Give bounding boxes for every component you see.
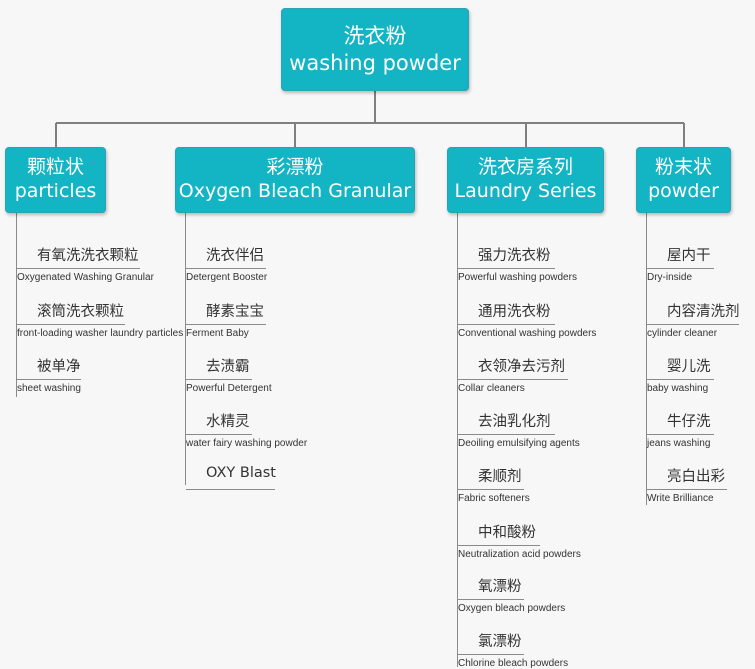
leaf-label-en: jeans washing bbox=[647, 438, 711, 449]
root-title-en: washing powder bbox=[289, 50, 461, 75]
leaf-underline bbox=[17, 379, 81, 380]
leaf-label-en: Chlorine bleach powders bbox=[458, 658, 569, 669]
leaf-label-zh: 洗衣伴侣 bbox=[206, 248, 264, 264]
leaf-label-en: Oxygen bleach powders bbox=[458, 603, 566, 614]
leaf-label-en: sheet washing bbox=[17, 383, 81, 394]
root-title-zh: 洗衣粉 bbox=[343, 24, 407, 49]
leaf-underline bbox=[458, 434, 555, 435]
leaf-underline bbox=[17, 268, 140, 269]
leaf-underline bbox=[458, 489, 524, 490]
leaf-label-zh: 衣领净去污剂 bbox=[478, 359, 565, 375]
leaf-underline bbox=[458, 654, 524, 655]
leaf-underline bbox=[186, 379, 252, 380]
leaf-label-zh: 屋内干 bbox=[667, 248, 711, 264]
leaf-label-zh: 柔顺剂 bbox=[478, 469, 522, 485]
leaf-label-zh: 滚筒洗衣颗粒 bbox=[37, 304, 124, 320]
branch-title-zh: 洗衣房系列 bbox=[477, 156, 573, 179]
leaf-label-en: Neutralization acid powders bbox=[458, 549, 581, 560]
branch-title-zh: 彩漂粉 bbox=[266, 156, 324, 179]
leaf-underline bbox=[17, 324, 125, 325]
leaf-label-zh: 牛仔洗 bbox=[667, 414, 711, 430]
leaf-label-zh: 内容清洗剂 bbox=[667, 304, 740, 320]
leaf-label-en: Ferment Baby bbox=[186, 328, 249, 339]
leaf-label-en: front-loading washer laundry particles bbox=[17, 328, 184, 339]
leaf-underline bbox=[647, 434, 714, 435]
leaf-label-en: baby washing bbox=[647, 383, 709, 394]
leaf-label-en: Powerful Detergent bbox=[186, 383, 272, 394]
leaf-label-zh: 去渍霸 bbox=[206, 359, 250, 375]
leaf-label-zh: 氧漂粉 bbox=[478, 579, 522, 595]
branch-title-en: powder bbox=[648, 180, 719, 202]
leaf-label-en: water fairy washing powder bbox=[186, 438, 308, 449]
leaf-label-en: Write Brilliance bbox=[647, 493, 714, 504]
branch-title-zh: 粉末状 bbox=[654, 156, 712, 179]
leaf-label-zh: 通用洗衣粉 bbox=[478, 304, 551, 320]
leaf-label-zh: 去油乳化剂 bbox=[478, 414, 551, 430]
leaf-label-zh: 中和酸粉 bbox=[478, 525, 536, 541]
leaf-label-zh: OXY Blast bbox=[206, 465, 276, 481]
branch-node-powder: 粉末状 powder bbox=[636, 147, 731, 213]
leaf-underline bbox=[647, 268, 714, 269]
leaf-label-en: Powerful washing powders bbox=[458, 272, 577, 283]
leaf-label-en: Deoiling emulsifying agents bbox=[458, 438, 580, 449]
leaf-underline bbox=[458, 599, 524, 600]
leaf-label-zh: 水精灵 bbox=[206, 414, 250, 430]
leaf-underline bbox=[458, 379, 568, 380]
leaf-underline bbox=[186, 434, 252, 435]
leaf-underline bbox=[647, 324, 739, 325]
leaf-label-en: Fabric softeners bbox=[458, 493, 530, 504]
leaf-underline bbox=[186, 268, 266, 269]
branch-title-en: Laundry Series bbox=[454, 180, 597, 202]
leaf-label-zh: 婴儿洗 bbox=[667, 359, 711, 375]
leaf-label-en: Conventional washing powders bbox=[458, 328, 597, 339]
branch-title-en: particles bbox=[14, 180, 97, 202]
leaf-label-zh: 氯漂粉 bbox=[478, 634, 522, 650]
leaf-label-zh: 酵素宝宝 bbox=[206, 304, 264, 320]
branch-title-en: Oxygen Bleach Granular bbox=[178, 180, 412, 202]
leaf-label-en: cylinder cleaner bbox=[647, 328, 718, 339]
leaf-underline bbox=[647, 489, 727, 490]
leaf-label-zh: 有氧洗洗衣颗粒 bbox=[37, 248, 139, 264]
leaf-label-en: Collar cleaners bbox=[458, 383, 525, 394]
branch-node-particles: 颗粒状 particles bbox=[5, 147, 106, 213]
leaf-underline bbox=[458, 545, 540, 546]
branch-node-laundry-series: 洗衣房系列 Laundry Series bbox=[447, 147, 604, 213]
leaf-underline bbox=[647, 379, 714, 380]
leaf-label-en: Oxygenated Washing Granular bbox=[17, 272, 154, 283]
leaf-label-en: Dry-inside bbox=[647, 272, 693, 283]
leaf-label-zh: 被单净 bbox=[37, 359, 81, 375]
leaf-label-zh: 亮白出彩 bbox=[667, 469, 725, 485]
leaf-underline bbox=[186, 489, 275, 490]
leaf-underline bbox=[186, 324, 266, 325]
leaf-underline bbox=[458, 324, 555, 325]
leaf-underline bbox=[458, 268, 555, 269]
leaf-label-zh: 强力洗衣粉 bbox=[478, 248, 551, 264]
branch-title-zh: 颗粒状 bbox=[26, 156, 84, 179]
branch-node-oxygen-bleach: 彩漂粉 Oxygen Bleach Granular bbox=[175, 147, 415, 213]
root-node: 洗衣粉 washing powder bbox=[281, 8, 469, 91]
leaf-label-en: Detergent Booster bbox=[186, 272, 268, 283]
